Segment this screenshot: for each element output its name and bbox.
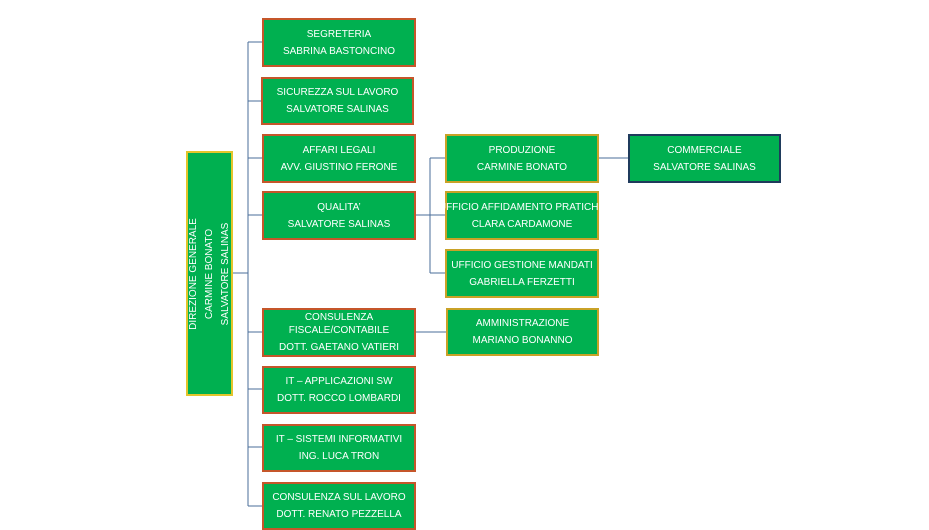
box-commerciale: COMMERCIALE SALVATORE SALINAS: [628, 134, 781, 183]
root-person-1: CARMINE BONATO: [203, 228, 215, 319]
commerciale-title: COMMERCIALE: [667, 144, 742, 156]
unit-person: SABRINA BASTONCINO: [282, 45, 396, 57]
amministrazione-person: MARIANO BONANNO: [472, 335, 573, 346]
unit-title: SEGRETERIA: [306, 28, 372, 40]
unit-person: SALVATORE SALINAS: [287, 218, 391, 230]
unit-title: IT – APPLICAZIONI SW: [285, 376, 393, 387]
unit-box-it-applicazioni: IT – APPLICAZIONI SW DOTT. ROCCO LOMBARD…: [262, 366, 416, 414]
subunit-person: GABRIELLA FERZETTI: [469, 276, 575, 288]
amministrazione-title: AMMINISTRAZIONE: [475, 318, 570, 329]
root-box-direzione-generale: DIREZIONE GENERALE CARMINE BONATO SALVAT…: [186, 151, 233, 396]
box-amministrazione: AMMINISTRAZIONE MARIANO BONANNO: [446, 308, 599, 356]
unit-title: SICUREZZA SUL LAVORO: [276, 87, 399, 98]
unit-box-affari-legali: AFFARI LEGALI AVV. GIUSTINO FERONE: [262, 134, 416, 183]
unit-person: SALVATORE SALINAS: [286, 104, 389, 115]
unit-title: IT – SISTEMI INFORMATIVI: [275, 434, 403, 445]
unit-person: ING. LUCA TRON: [298, 451, 380, 462]
unit-person: AVV. GIUSTINO FERONE: [280, 161, 398, 173]
root-person-2: SALVATORE SALINAS: [219, 222, 231, 325]
unit-title: AFFARI LEGALI: [302, 144, 376, 156]
unit-person: DOTT. RENATO PEZZELLA: [276, 509, 402, 520]
subunit-box-gestione-mandati: UFFICIO GESTIONE MANDATI GABRIELLA FERZE…: [445, 249, 599, 298]
unit-person: DOTT. ROCCO LOMBARDI: [277, 393, 401, 404]
root-text: DIREZIONE GENERALE CARMINE BONATO SALVAT…: [186, 218, 234, 330]
subunit-title: UFFICIO AFFIDAMENTO PRATICHE: [438, 201, 606, 213]
subunit-title: PRODUZIONE: [488, 144, 556, 156]
unit-person: DOTT. GAETANO VATIERI: [278, 342, 399, 353]
unit-title-2: FISCALE/CONTABILE: [288, 325, 390, 336]
unit-title: CONSULENZA SUL LAVORO: [272, 492, 406, 503]
unit-title: CONSULENZA: [304, 312, 374, 323]
unit-box-sicurezza-sul-lavoro: SICUREZZA SUL LAVORO SALVATORE SALINAS: [261, 77, 414, 125]
unit-box-qualita: QUALITA’ SALVATORE SALINAS: [262, 191, 416, 240]
subunit-box-affidamento-pratiche: UFFICIO AFFIDAMENTO PRATICHE CLARA CARDA…: [439, 191, 605, 240]
root-title: DIREZIONE GENERALE: [187, 217, 199, 330]
subunit-person: CARMINE BONATO: [476, 161, 568, 173]
unit-box-segreteria: SEGRETERIA SABRINA BASTONCINO: [262, 18, 416, 67]
subunit-title: UFFICIO GESTIONE MANDATI: [451, 259, 593, 271]
subunit-box-produzione: PRODUZIONE CARMINE BONATO: [445, 134, 599, 183]
unit-box-it-sistemi-informativi: IT – SISTEMI INFORMATIVI ING. LUCA TRON: [262, 424, 416, 472]
commerciale-person: SALVATORE SALINAS: [653, 161, 756, 173]
subunit-person: CLARA CARDAMONE: [471, 218, 573, 230]
unit-title: QUALITA’: [317, 201, 361, 213]
unit-box-consulenza-sul-lavoro: CONSULENZA SUL LAVORO DOTT. RENATO PEZZE…: [262, 482, 416, 530]
unit-box-consulenza-fiscale: CONSULENZA FISCALE/CONTABILE DOTT. GAETA…: [262, 308, 416, 357]
